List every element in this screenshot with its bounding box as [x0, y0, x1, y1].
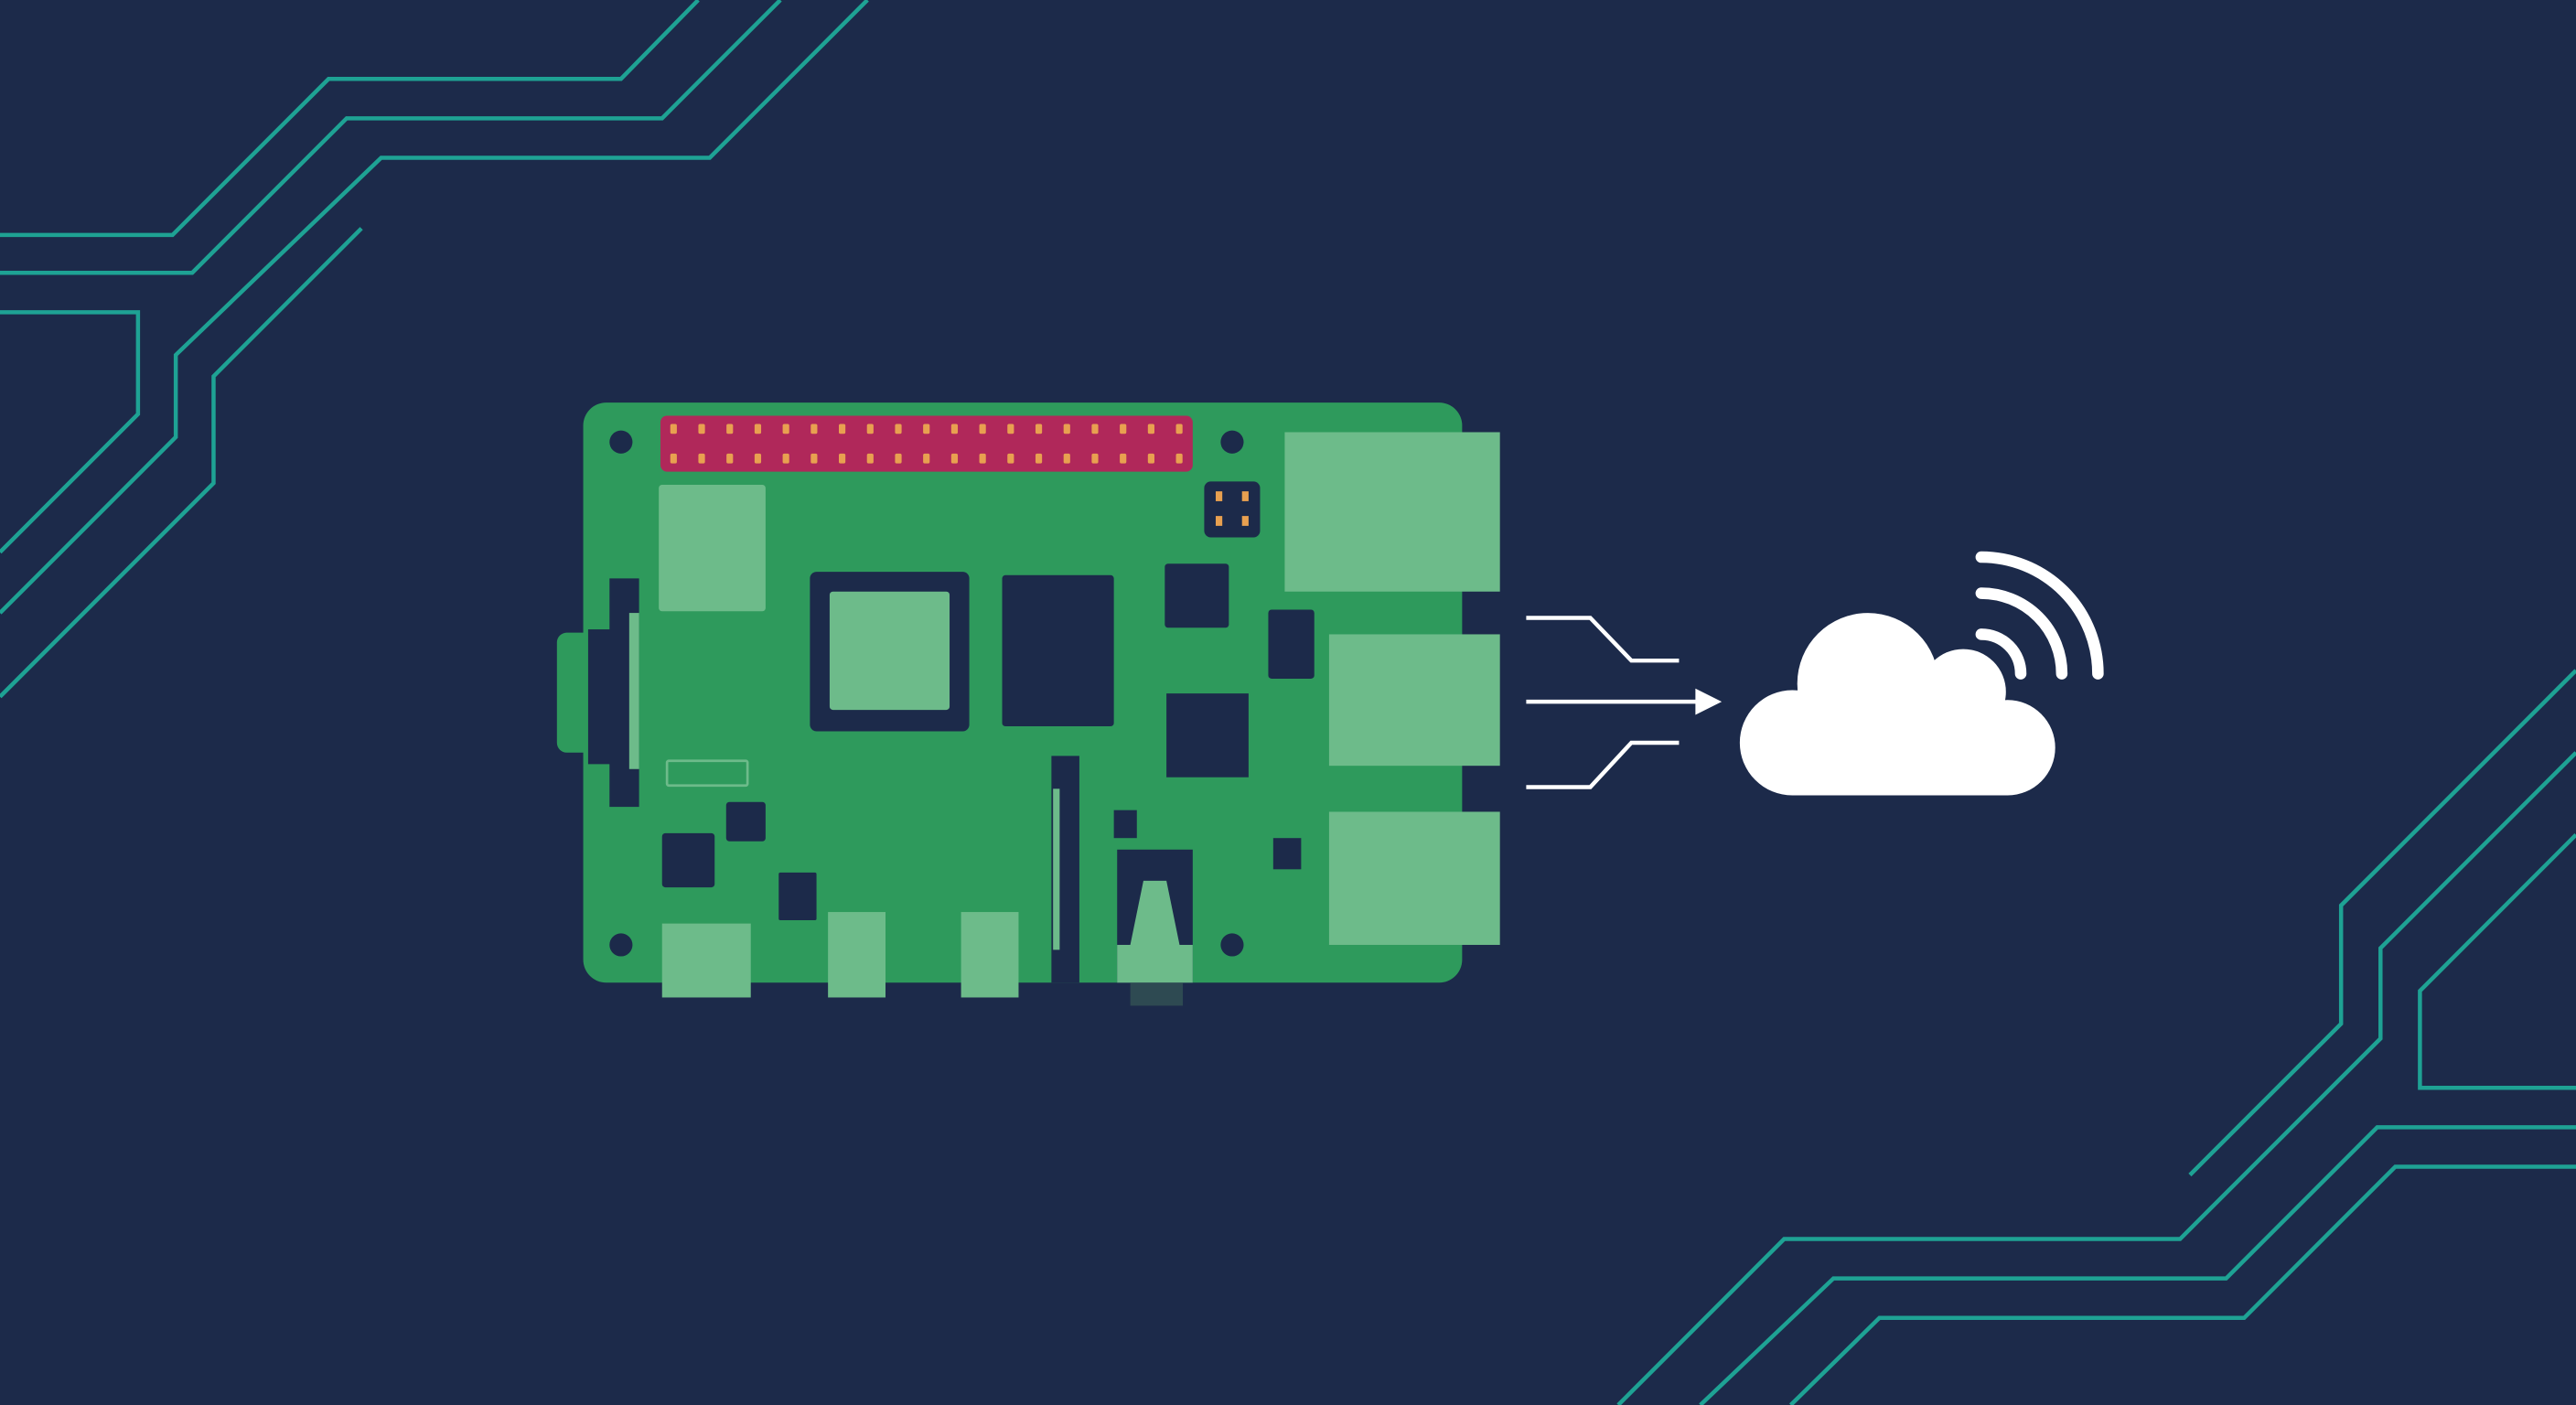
gpio-pin: [1063, 424, 1070, 434]
gpio-header: [660, 415, 1193, 472]
gpio-pin: [698, 424, 705, 434]
gpio-pin: [950, 453, 959, 464]
gpio-pin: [726, 424, 734, 434]
status-led-outline: [665, 759, 749, 788]
usb-port: [1328, 634, 1500, 767]
signal-arc: [1975, 587, 2068, 680]
cloud-base: [1792, 706, 2008, 796]
gpio-pin: [810, 424, 818, 434]
poe-pin: [1241, 491, 1249, 501]
chip: [661, 832, 715, 888]
hdmi-port: [828, 912, 886, 998]
power-port: [661, 923, 751, 998]
gpio-pin: [726, 453, 734, 464]
arrowhead: [1695, 688, 1723, 715]
cloud-icon: [1739, 613, 2055, 796]
mount-hole: [1220, 430, 1244, 454]
chip: [778, 872, 817, 921]
circuit-traces-top-left: [0, 0, 869, 699]
gpio-pin: [1091, 424, 1099, 434]
chip: [725, 801, 766, 842]
circuit-trace: [0, 0, 869, 615]
gpio-pin: [1175, 453, 1183, 464]
circuit-trace: [2418, 833, 2576, 1090]
gpio-pin: [1120, 424, 1127, 434]
circuit-traces-bottom-right: [1616, 669, 2576, 1405]
audio-jack-base: [1117, 944, 1193, 983]
gpio-pin: [754, 453, 762, 464]
gpio-pin: [670, 424, 677, 434]
data-line: [1526, 740, 1680, 789]
circuit-trace: [1616, 751, 2576, 1405]
mount-hole: [609, 430, 633, 454]
circuit-trace: [0, 310, 141, 554]
circuit-trace: [0, 227, 363, 699]
gpio-pin: [782, 453, 789, 464]
signal-arc: [1975, 628, 2027, 680]
chip: [1166, 693, 1249, 778]
gpio-pin: [1147, 453, 1154, 464]
gpio-pin: [866, 453, 874, 464]
ram-chip: [1002, 574, 1114, 727]
gpio-pin: [1007, 453, 1014, 464]
data-line: [1526, 616, 1680, 663]
signal-arc: [1975, 551, 2104, 680]
gpio-pin: [923, 424, 930, 434]
chip: [1165, 563, 1229, 628]
chip: [1272, 838, 1302, 870]
gpio-pin: [1063, 453, 1070, 464]
ethernet-port: [1328, 811, 1500, 945]
display-connector: [587, 629, 612, 765]
gpio-pin: [1091, 453, 1099, 464]
mount-hole: [609, 933, 633, 957]
chip: [1268, 609, 1315, 679]
gpio-pin: [782, 424, 789, 434]
cpu: [829, 591, 950, 711]
hdmi-port: [961, 912, 1019, 998]
gpio-pin: [1035, 453, 1043, 464]
gpio-pin: [1120, 453, 1127, 464]
gpio-pin: [1147, 424, 1154, 434]
mount-hole: [1220, 933, 1244, 957]
display-connector-strip: [628, 613, 639, 769]
wireless-signal-icon: [1975, 551, 2104, 680]
gpio-header-body: [660, 415, 1193, 472]
poe-pin: [1215, 491, 1223, 501]
gpio-pin: [698, 453, 705, 464]
gpio-pin: [895, 453, 902, 464]
poe-pin: [1215, 516, 1223, 526]
gpio-pin: [866, 424, 874, 434]
circuit-trace: [0, 0, 782, 275]
circuit-trace: [0, 0, 700, 238]
data-arrows-icon: [1526, 616, 1723, 789]
gpio-pin: [923, 453, 930, 464]
gpio-pin: [979, 424, 986, 434]
poe-pin: [1241, 516, 1249, 526]
circuit-board-icon: [556, 402, 1500, 1006]
gpio-pin: [1007, 424, 1014, 434]
gpio-pin: [950, 424, 959, 434]
gpio-pin: [979, 453, 986, 464]
gpio-pin: [810, 453, 818, 464]
gpio-pin: [838, 453, 846, 464]
circuit-trace: [2188, 669, 2576, 1177]
audio-jack: [1130, 880, 1180, 945]
camera-connector-strip: [1053, 788, 1060, 950]
circuit-trace: [1788, 1164, 2576, 1405]
gpio-pin: [754, 424, 762, 434]
gpio-pin: [1175, 424, 1183, 434]
chip: [1113, 810, 1137, 839]
gpio-pin: [895, 424, 902, 434]
gpio-pin: [670, 453, 677, 464]
poe-header: [1204, 481, 1261, 538]
usb-port: [1284, 432, 1500, 592]
gpio-pin: [838, 424, 846, 434]
circuit-trace: [1699, 1125, 2576, 1405]
gpio-pin: [1035, 424, 1043, 434]
audio-jack-cap: [1130, 982, 1184, 1006]
wireless-module: [659, 484, 766, 612]
